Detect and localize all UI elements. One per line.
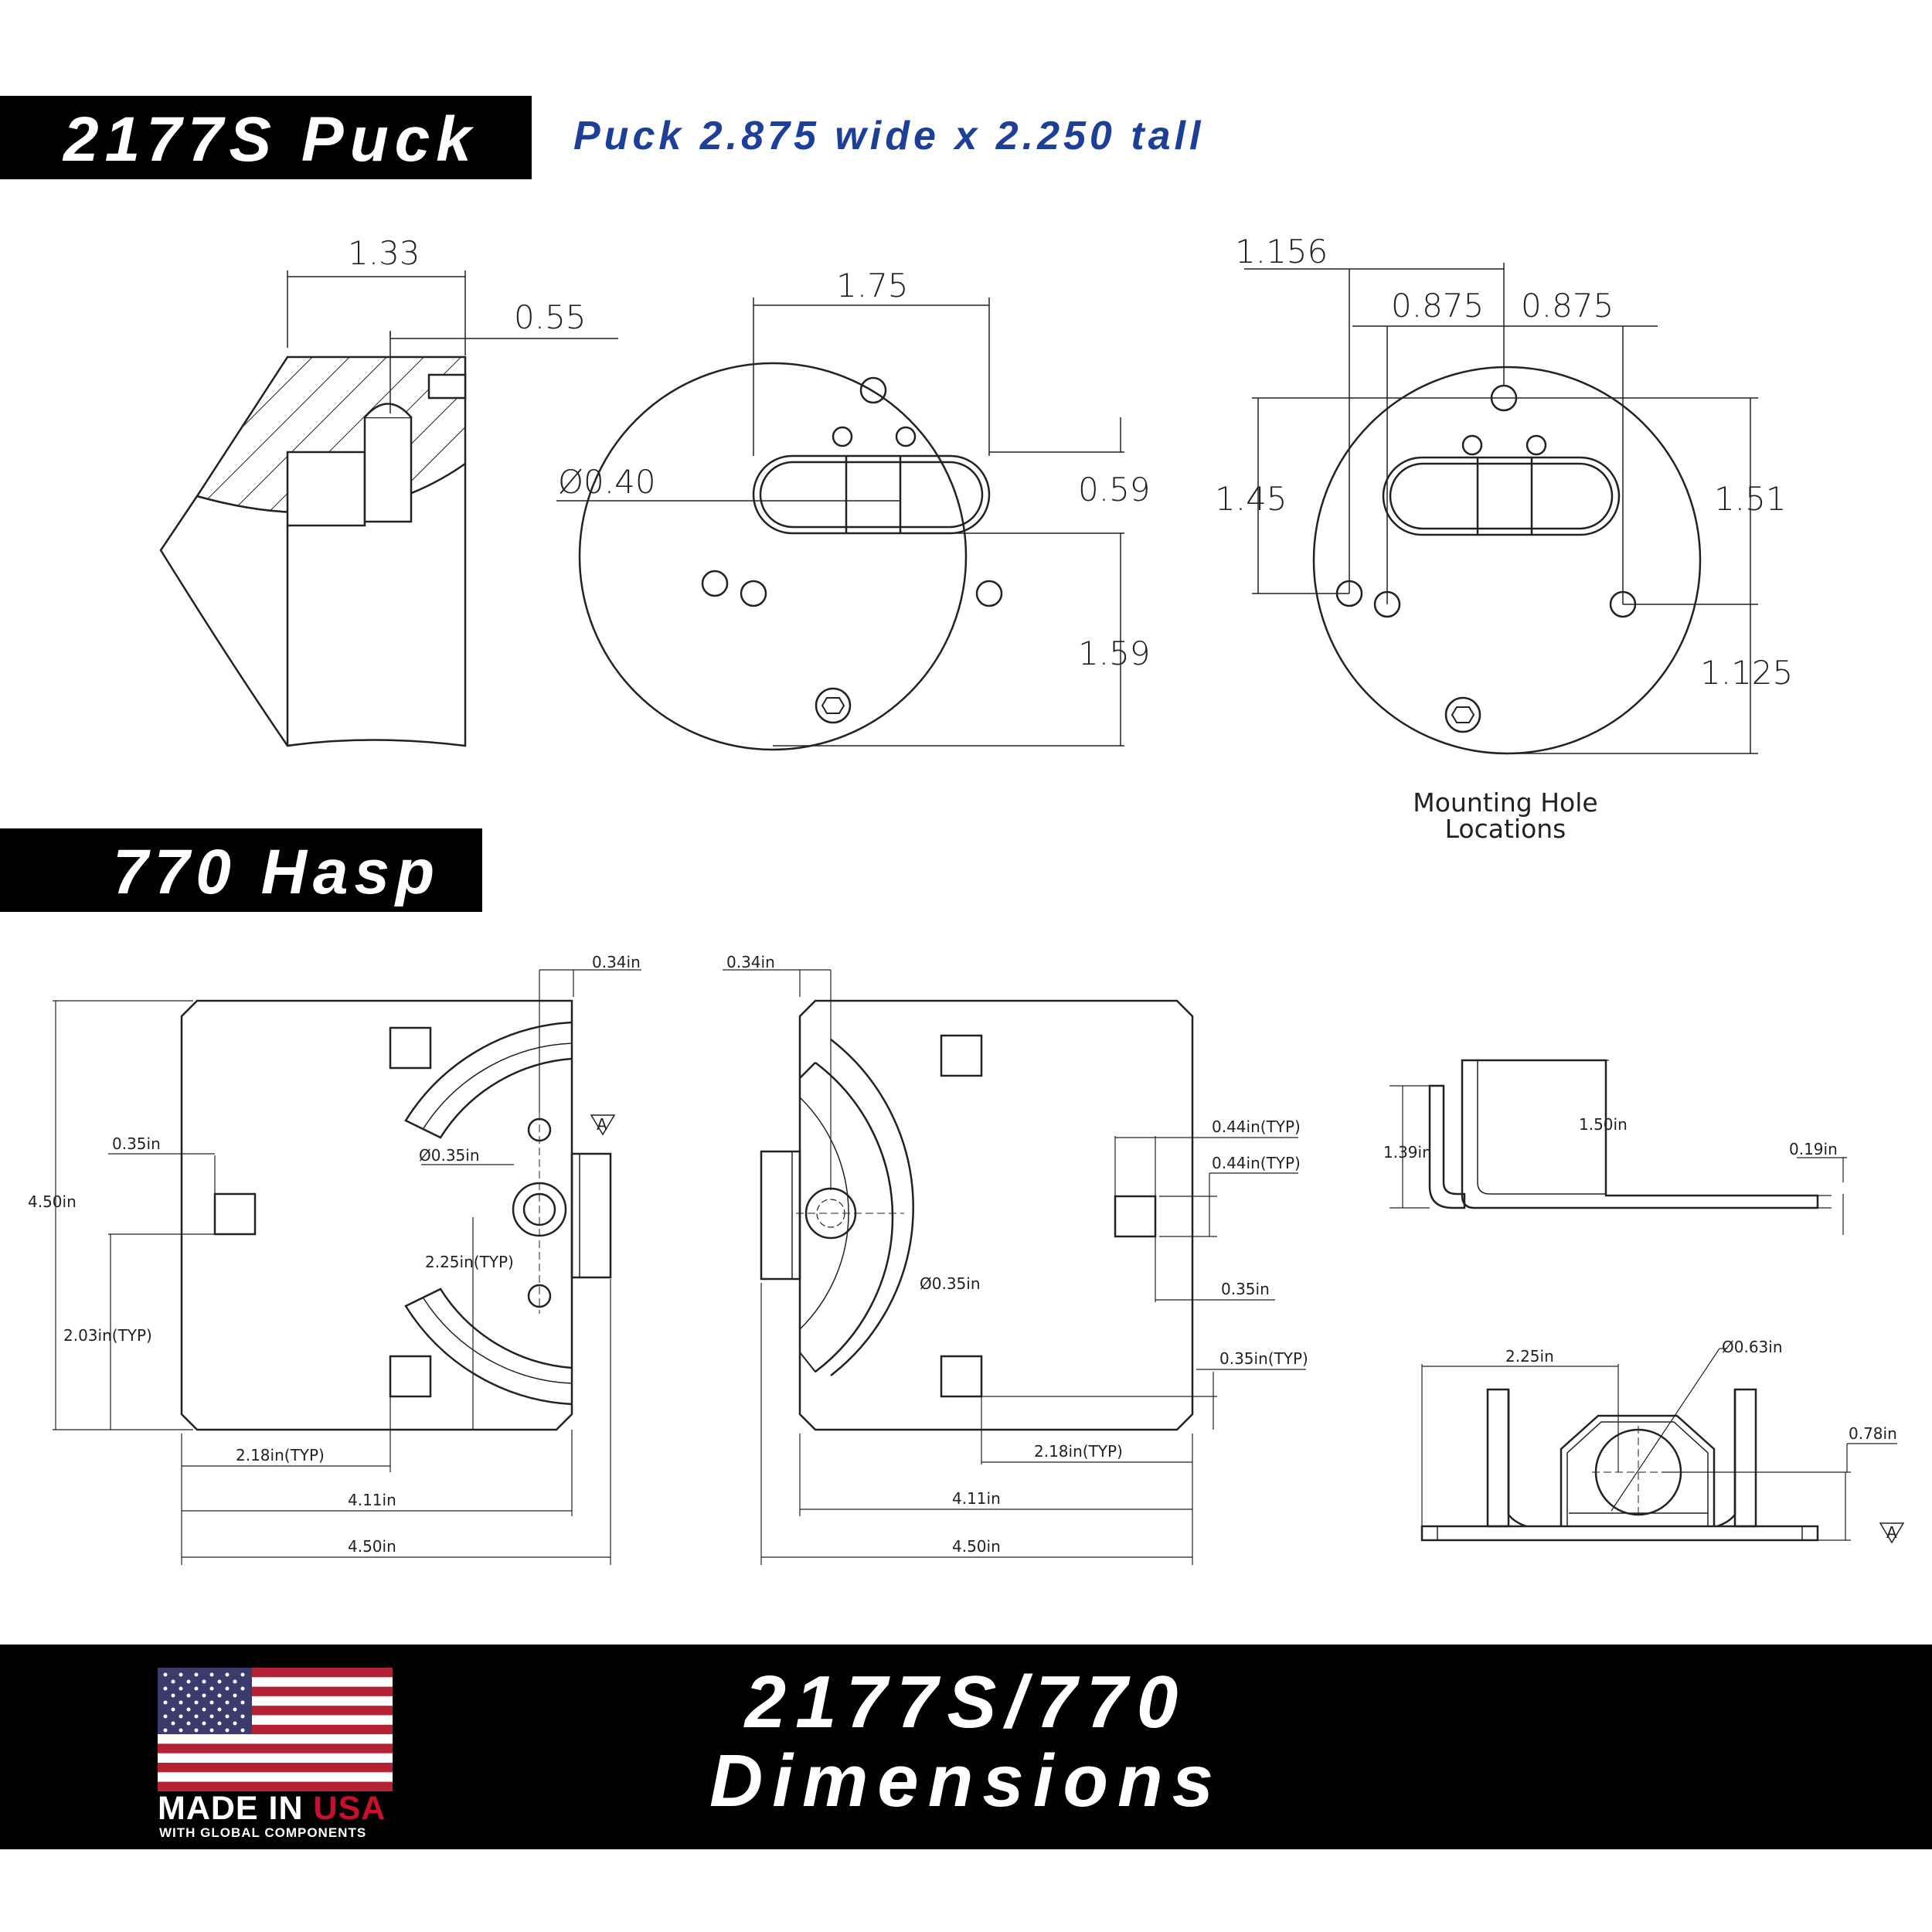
puck-subtitle: Puck 2.875 wide x 2.250 tall — [573, 114, 1205, 158]
dim-mh-right: 0.875 — [1521, 287, 1614, 325]
dim-right-sq-offset: 0.35in — [1221, 1280, 1270, 1298]
puck-side-section — [159, 270, 618, 747]
datum-right: A — [1886, 1523, 1897, 1542]
dim-thickness: 0.19in — [1789, 1140, 1838, 1158]
dim-slot-to-top: 0.59 — [1078, 471, 1151, 509]
dim-left-height: 4.50in — [28, 1192, 77, 1211]
dim-right-inner-width: 4.11in — [952, 1489, 1001, 1508]
dim-left-sq-spacing: 2.18in(TYP) — [236, 1446, 325, 1464]
dim-left-hole-dia: Ø0.35in — [419, 1146, 480, 1165]
datum-left: A — [597, 1115, 607, 1134]
dim-top-slot-width: 1.75 — [836, 267, 909, 304]
hasp-side-profile — [1389, 1059, 1847, 1235]
global-components-label: WITH GLOBAL COMPONENTS — [159, 1825, 367, 1840]
mounting-caption-line1: Mounting Hole — [1413, 787, 1597, 818]
dim-right-top-offset: 0.34in — [726, 953, 775, 971]
dim-left-top-offset: 0.34in — [592, 953, 641, 971]
hasp-bracket-view — [1420, 1348, 1905, 1544]
hasp-dimension-labels: 0.34in 4.50in 0.35in Ø0.35in 2.25in(TYP)… — [28, 953, 1897, 1556]
dim-bracket-width: 2.25in — [1505, 1347, 1554, 1366]
puck-dimension-labels: 1.33 0.55 1.75 Ø0.40 0.59 1.59 1.156 0.8… — [348, 233, 1793, 844]
dim-left-arc-radius: 2.25in(TYP) — [425, 1253, 514, 1271]
made-in-text: MADE IN — [158, 1790, 304, 1827]
dim-mh-left: 0.875 — [1391, 287, 1484, 325]
dim-side-height-1: 1.39in — [1383, 1143, 1432, 1162]
dim-left-inner-width: 4.11in — [348, 1491, 396, 1509]
dim-side-height-2: 1.50in — [1579, 1115, 1628, 1134]
dim-slot-to-bottom: 1.59 — [1078, 634, 1151, 672]
dim-right-sq-size-2: 0.44in(TYP) — [1212, 1154, 1301, 1172]
dim-hole-dia: Ø0.40 — [558, 463, 656, 501]
dim-side-width: 1.33 — [348, 234, 420, 272]
dim-right-total-width: 4.50in — [952, 1537, 1001, 1556]
made-in-usa-label: MADE IN USA — [158, 1790, 386, 1828]
hasp-left-view — [53, 969, 641, 1565]
us-flag-icon — [158, 1668, 393, 1791]
dim-right-sq-bottom: 0.35in(TYP) — [1219, 1349, 1308, 1368]
usa-text: USA — [313, 1790, 386, 1827]
puck-section-banner: 2177S Puck — [0, 96, 532, 179]
dim-mh-bottom: 1.125 — [1700, 654, 1793, 692]
hasp-banner-title: 770 Hasp — [113, 837, 441, 907]
dim-bracket-hole-dia: Ø0.63in — [1722, 1338, 1783, 1356]
dim-right-hole-dia: Ø0.35in — [920, 1274, 981, 1293]
puck-mounting-view — [1244, 263, 1758, 755]
dim-left-sq-offset: 0.35in — [112, 1134, 161, 1153]
footer-title-line1: 2177S/770 — [744, 1661, 1188, 1743]
dim-mh-left-height: 1.45 — [1215, 480, 1287, 518]
puck-top-view — [556, 298, 1124, 751]
dim-mh-right-height: 1.51 — [1714, 480, 1787, 518]
dim-bracket-height: 0.78in — [1849, 1424, 1897, 1443]
hasp-right-view — [723, 969, 1306, 1565]
mounting-caption-line2: Locations — [1445, 814, 1566, 844]
dim-side-inset: 0.55 — [514, 298, 587, 336]
footer-title-line2: Dimensions — [709, 1740, 1223, 1822]
dim-mh-offset: 1.156 — [1235, 233, 1328, 270]
dim-right-sq-spacing: 2.18in(TYP) — [1034, 1442, 1123, 1461]
puck-banner-title: 2177S Puck — [63, 104, 478, 175]
dim-left-total-width: 4.50in — [348, 1537, 396, 1556]
dim-right-sq-size-1: 0.44in(TYP) — [1212, 1117, 1301, 1136]
dim-left-sq-height: 2.03in(TYP) — [63, 1326, 152, 1345]
hasp-section-banner: 770 Hasp — [0, 828, 482, 912]
